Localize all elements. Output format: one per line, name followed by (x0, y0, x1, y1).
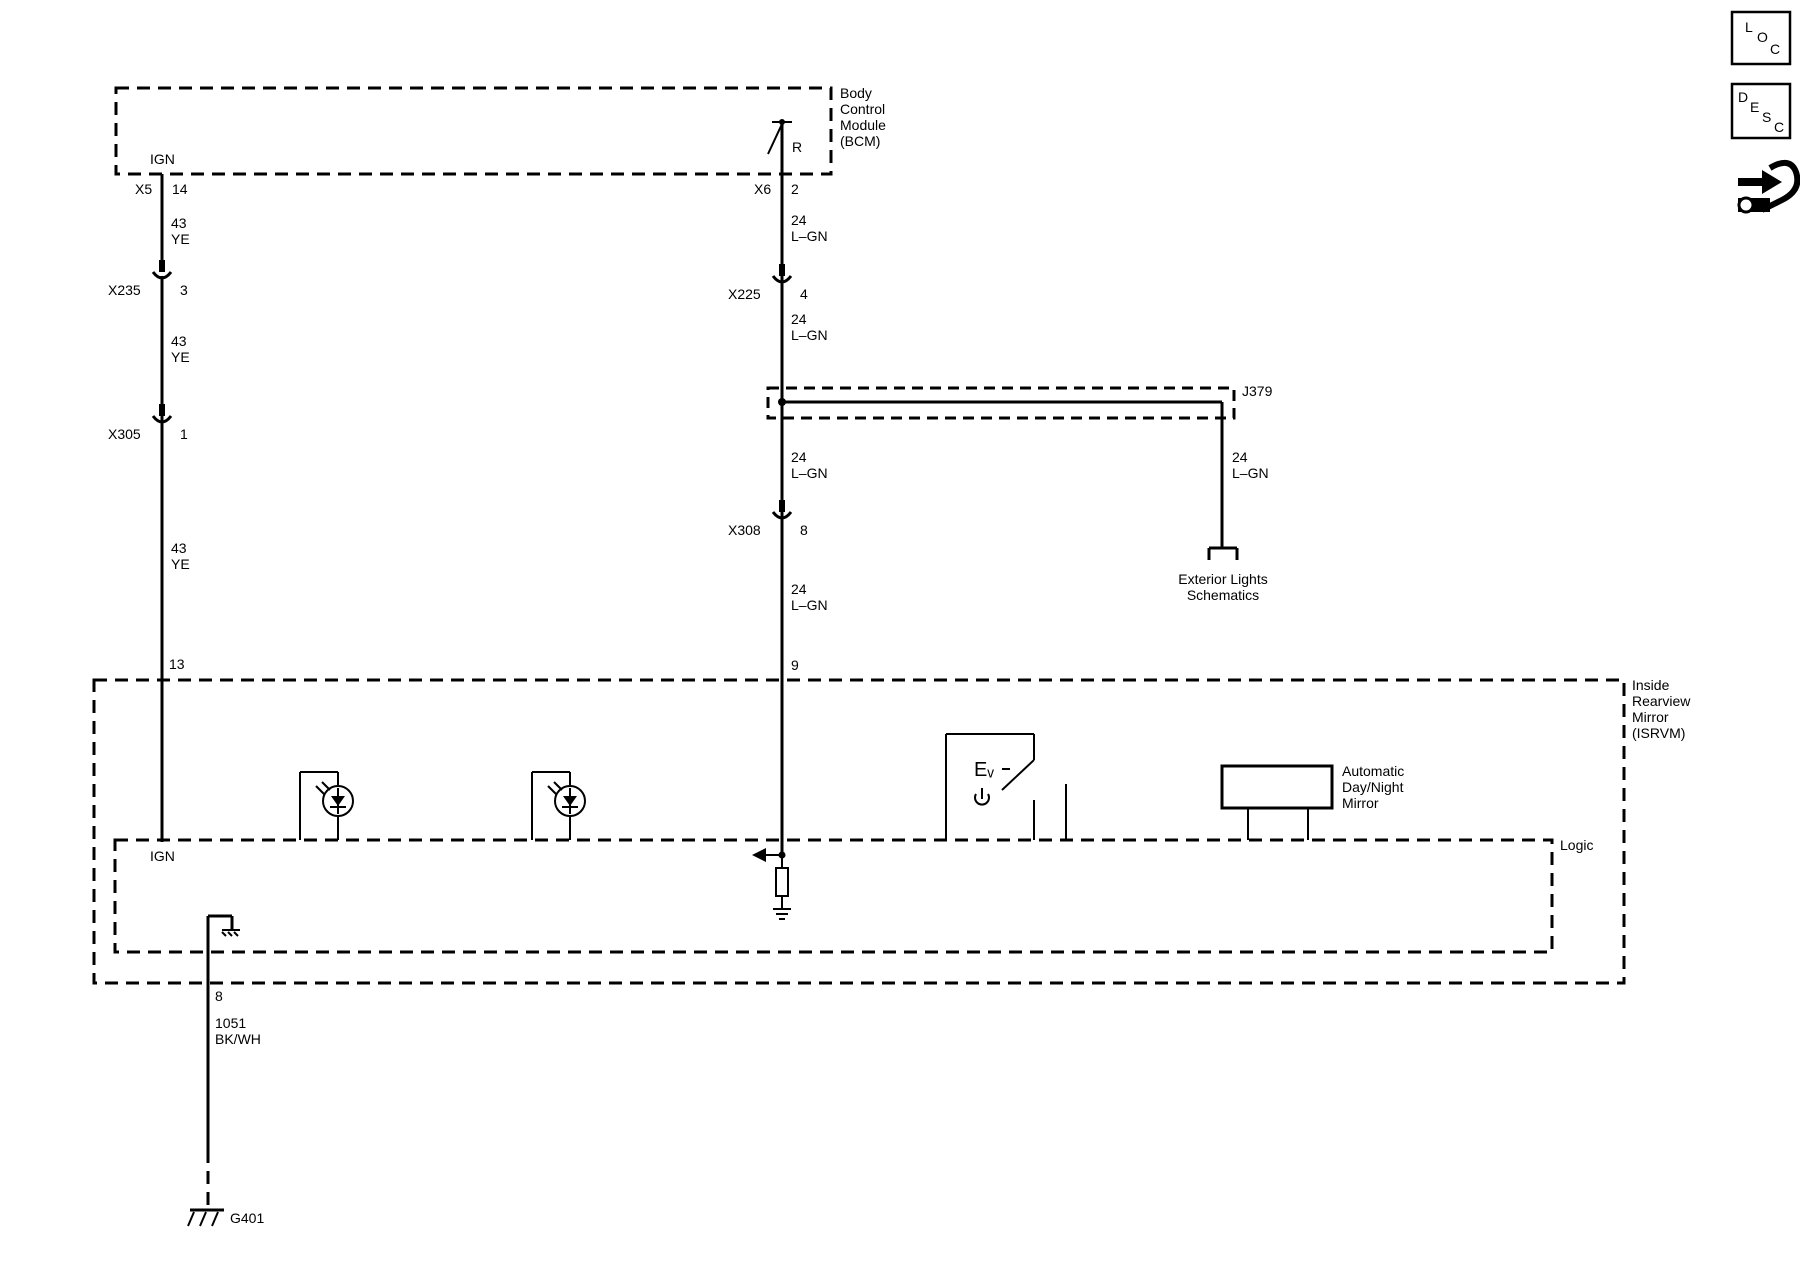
ambient-light-sensor (299, 771, 354, 840)
desc-icon[interactable]: D E S C (1730, 82, 1792, 140)
logic-label: Logic (1560, 837, 1593, 853)
x225-connector-label: X225 (728, 286, 761, 302)
ign-wire-circuit-1: 43 (171, 215, 187, 231)
ign-circuit: X5 14 43 YE X235 3 43 YE X305 1 43 YE 13 (108, 174, 190, 842)
bcm-module: Body Control Module (BCM) IGN R (114, 85, 886, 176)
ign-wire-color-3: YE (171, 556, 190, 572)
x235-pin-label: 3 (180, 282, 188, 298)
signal-wire-circuit-4: 24 (791, 581, 807, 597)
x305-connector-label: X305 (108, 426, 141, 442)
x308-connector (771, 500, 793, 520)
x6-connector-label: X6 (754, 181, 771, 197)
bcm-label-1: Body (840, 85, 872, 101)
isrvm-label-3: Mirror (1632, 709, 1669, 725)
isrvm-module: Inside Rearview Mirror (ISRVM) (92, 677, 1691, 985)
j379-label: J379 (1242, 383, 1273, 399)
g401-ground-icon (187, 1208, 224, 1227)
isrvm-pin-9-label: 9 (791, 657, 799, 673)
isrvm-label-4: (ISRVM) (1632, 725, 1685, 741)
x235-connector-label: X235 (108, 282, 141, 298)
ev-switch-symbol: Eᵥ (974, 759, 994, 781)
connector-tools-icon[interactable] (1737, 159, 1800, 214)
x5-pin-label: 14 (172, 181, 188, 197)
g401-label: G401 (230, 1210, 264, 1226)
signal-wire-color-3: L–GN (791, 465, 828, 481)
signal-wire-circuit-2: 24 (791, 311, 807, 327)
exterior-lights-label-2[interactable]: Schematics (1187, 587, 1259, 603)
bcm-label-2: Control (840, 101, 885, 117)
ign-wire-circuit-2: 43 (171, 333, 187, 349)
logic-ign-label: IGN (150, 848, 175, 864)
bcm-ign-label: IGN (150, 151, 175, 167)
j379-splice: J379 (766, 383, 1273, 548)
auto-mirror-label-2: Day/Night (1342, 779, 1404, 795)
signal-circuit: X6 2 24 L–GN X225 4 24 L–GN J379 24 L–GN… (728, 124, 1273, 852)
auto-mirror-label-3: Mirror (1342, 795, 1379, 811)
ev-mode-switch: Eᵥ (945, 733, 1067, 840)
svg-text:O: O (1757, 29, 1768, 45)
x225-pin-label: 4 (800, 286, 808, 302)
branch-wire-circuit: 24 (1232, 449, 1248, 465)
ground-wire-color: BK/WH (215, 1031, 261, 1047)
signal-wire-color-1: L–GN (791, 228, 828, 244)
signal-wire-color-4: L–GN (791, 597, 828, 613)
ign-wire-color-1: YE (171, 231, 190, 247)
x235-connector (151, 260, 173, 280)
signal-input-circuit (752, 848, 789, 908)
x308-connector-label: X308 (728, 522, 761, 538)
bcm-relay-switch: R (767, 119, 802, 155)
signal-wire-color-2: L–GN (791, 327, 828, 343)
glare-light-sensor (531, 771, 586, 840)
isrvm-label-1: Inside (1632, 677, 1670, 693)
ground-wire-circuit: 1051 (215, 1015, 246, 1031)
ground-circuit: 8 1051 BK/WH G401 (187, 916, 264, 1227)
x305-connector (151, 404, 173, 424)
svg-text:C: C (1774, 119, 1784, 135)
svg-text:L: L (1745, 19, 1753, 35)
ign-wire-color-2: YE (171, 349, 190, 365)
exterior-lights-label-1[interactable]: Exterior Lights (1178, 571, 1267, 587)
power-icon (974, 788, 990, 806)
x225-connector (771, 264, 793, 284)
x308-pin-label: 8 (800, 522, 808, 538)
isrvm-pin-13-label: 13 (169, 656, 185, 672)
x5-connector-label: X5 (135, 181, 152, 197)
svg-text:C: C (1770, 41, 1780, 57)
bcm-label-3: Module (840, 117, 886, 133)
x305-pin-label: 1 (180, 426, 188, 442)
svg-text:S: S (1762, 109, 1771, 125)
auto-mirror-label-1: Automatic (1342, 763, 1404, 779)
exterior-lights-reference: Exterior Lights Schematics (1178, 546, 1268, 603)
internal-ground-icon (208, 914, 240, 937)
isrvm-pin-8-label: 8 (215, 988, 223, 1004)
auto-day-night-mirror: Automatic Day/Night Mirror (1220, 763, 1404, 840)
chassis-ground-icon (773, 908, 791, 920)
loc-icon[interactable]: L O C (1730, 10, 1792, 66)
isrvm-label-2: Rearview (1632, 693, 1691, 709)
ign-wire-circuit-3: 43 (171, 540, 187, 556)
svg-text:D: D (1738, 89, 1748, 105)
signal-wire-circuit-1: 24 (791, 212, 807, 228)
x6-pin-label: 2 (791, 181, 799, 197)
bcm-relay-label: R (792, 139, 802, 155)
bcm-label-4: (BCM) (840, 133, 880, 149)
branch-wire-color: L–GN (1232, 465, 1269, 481)
svg-text:E: E (1750, 99, 1759, 115)
signal-wire-circuit-3: 24 (791, 449, 807, 465)
logic-block: Logic IGN (113, 837, 1593, 954)
